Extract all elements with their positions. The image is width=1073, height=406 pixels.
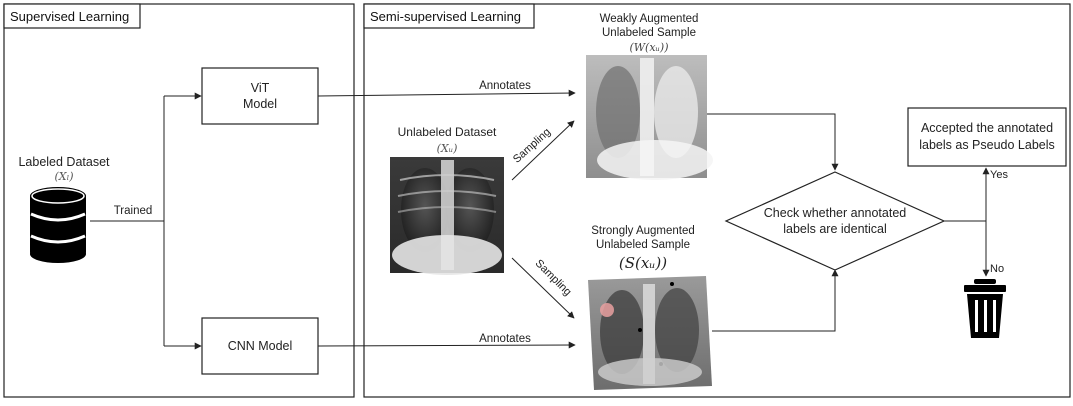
supervised-section: Supervised Learning Labeled Dataset (Xₗ)… [4, 4, 354, 397]
vit-model-label-line1: ViT [251, 81, 270, 95]
decision-line1: Check whether annotated [764, 206, 907, 220]
no-label: No [990, 263, 1004, 275]
weak-title-line2: Unlabeled Sample [602, 27, 696, 39]
strong-title-line2: Unlabeled Sample [596, 239, 690, 251]
database-icon [30, 187, 86, 263]
labeled-dataset-symbol: (Xₗ) [54, 170, 73, 183]
cnn-model-label: CNN Model [228, 339, 293, 353]
accepted-pseudo-labels-box: Accepted the annotated labels as Pseudo … [908, 108, 1066, 166]
annotates-label-top: Annotates [479, 80, 531, 92]
sampling-label-bottom: Sampling [533, 257, 574, 298]
vit-model-box: ViT Model [202, 68, 318, 124]
weak-to-decision-arrow [707, 114, 835, 170]
annotates-arrow-top [318, 93, 575, 96]
unlabeled-xray-image [390, 157, 504, 275]
accepted-line1: Accepted the annotated [921, 121, 1053, 135]
semi-supervised-section: Semi-supervised Learning Annotates Annot… [318, 4, 1070, 397]
sampling-label-top: Sampling [511, 126, 553, 166]
accepted-line2: labels as Pseudo Labels [919, 138, 1055, 152]
vit-model-label-line2: Model [243, 97, 277, 111]
weak-symbol: (W(xᵤ)) [629, 41, 668, 54]
annotates-label-bottom: Annotates [479, 333, 531, 345]
strong-symbol: (S(xᵤ)) [619, 254, 667, 272]
strong-title-line1: Strongly Augmented [591, 225, 695, 237]
weak-title-line1: Weakly Augmented [600, 13, 699, 25]
semi-supervised-title: Semi-supervised Learning [370, 9, 521, 24]
trash-icon [964, 279, 1006, 338]
trained-label: Trained [114, 205, 153, 217]
unlabeled-dataset-label: Unlabeled Dataset [398, 125, 497, 139]
weak-augmented-xray-image [586, 55, 713, 180]
cnn-model-box: CNN Model [202, 318, 318, 374]
strong-augmented-xray-image [588, 276, 712, 390]
strong-to-decision-arrow [712, 270, 835, 331]
unlabeled-dataset-symbol: (Xᵤ) [437, 142, 458, 155]
supervised-title: Supervised Learning [10, 9, 129, 24]
yes-label: Yes [990, 169, 1008, 181]
annotates-arrow-bottom [318, 345, 575, 346]
labeled-dataset-label: Labeled Dataset [18, 155, 110, 169]
decision-diamond: Check whether annotated labels are ident… [726, 172, 944, 270]
decision-line2: labels are identical [783, 222, 887, 236]
